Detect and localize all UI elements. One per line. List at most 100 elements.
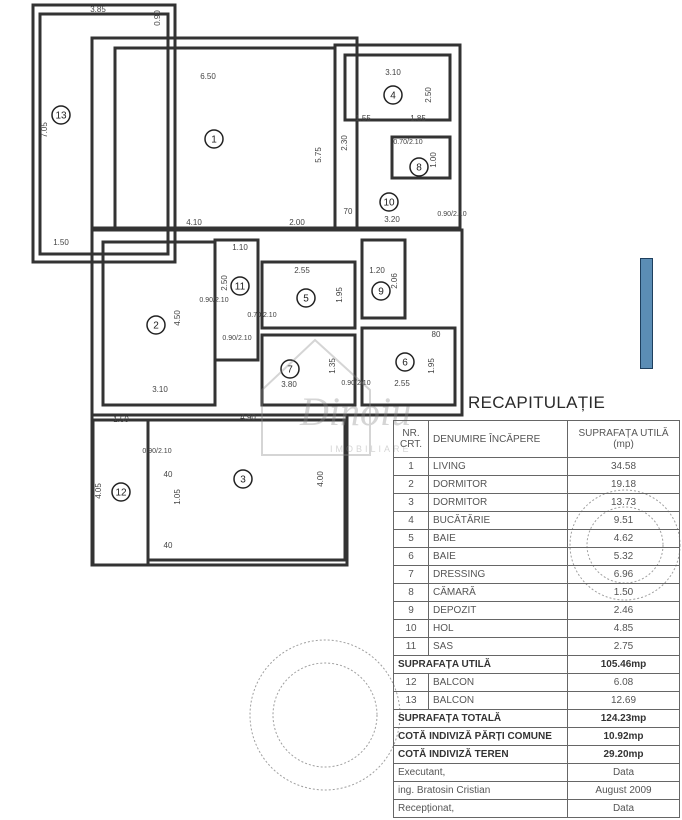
room-number: 2	[153, 321, 159, 332]
watermark-logo: Dinoiu IMOBILIARE	[261, 338, 411, 456]
dimension-label: 4.00	[316, 471, 325, 487]
room-label: 7	[280, 359, 300, 379]
wall	[90, 36, 359, 230]
land-value: 29.20mp	[567, 745, 680, 764]
room-area: 5.32	[567, 547, 680, 566]
dimension-label: 40	[164, 470, 173, 479]
wall	[38, 12, 170, 256]
dimension-label: 1.00	[429, 152, 438, 168]
room-area: 4.62	[567, 529, 680, 548]
dimension-label: 3.85	[90, 5, 106, 14]
door-size-label: 0.70/2.10	[393, 139, 422, 146]
room-name: HOL	[428, 619, 568, 638]
room-number: 6	[402, 358, 408, 369]
room-number: 11	[235, 282, 246, 293]
room-area: 2.46	[567, 601, 680, 620]
dimension-label: 2.06	[390, 273, 399, 289]
room-number: 12	[115, 488, 127, 499]
wall	[360, 238, 407, 320]
room-label: 9	[371, 281, 391, 301]
room-area: 2.75	[567, 637, 680, 656]
room-number-circle	[51, 105, 71, 125]
room-nr: 10	[393, 619, 429, 638]
room-number: 8	[416, 163, 422, 174]
header-nr: NR. CRT.	[393, 420, 429, 458]
room-nr: 13	[393, 691, 429, 710]
dimension-label: 1.85	[410, 114, 426, 123]
room-number-circle	[296, 288, 316, 308]
room-name: CĂMARĂ	[428, 583, 568, 602]
room-nr: 11	[393, 637, 429, 656]
useful-total-value: 105.46mp	[567, 655, 680, 674]
room-label: 3	[233, 469, 253, 489]
room-number: 13	[55, 111, 67, 122]
room-area: 19.18	[567, 475, 680, 494]
dimension-label: 1.95	[427, 358, 436, 374]
room-label: 5	[296, 288, 316, 308]
room-name: SAS	[428, 637, 568, 656]
dimension-label: 5.75	[314, 147, 323, 163]
door-size-label: 0.90/2.10	[222, 335, 251, 342]
room-number-circle	[383, 85, 403, 105]
common-value: 10.92mp	[567, 727, 680, 746]
room-number-circle	[409, 157, 429, 177]
footer-left: Executant,	[393, 763, 568, 782]
dimension-label: 3.80	[281, 380, 297, 389]
room-label: 11	[230, 276, 250, 296]
room-nr: 4	[393, 511, 429, 530]
dimension-label: 1.50	[113, 415, 129, 424]
dimension-label: 0.90	[153, 10, 162, 26]
footer-row: Recepționat,Data	[393, 799, 680, 818]
room-number-circle	[379, 192, 399, 212]
door-size-label: 0.70/2.10	[247, 312, 276, 319]
footer-left: ing. Bratosin Cristian	[393, 781, 568, 800]
room-area: 4.85	[567, 619, 680, 638]
wall	[91, 418, 150, 567]
room-label: 8	[409, 157, 429, 177]
summary-title: RECAPITULAȚIE	[468, 393, 606, 412]
room-label: 13	[51, 105, 71, 125]
area-summary-table: NR. CRT. DENUMIRE ÎNCĂPERE SUPRAFAȚA UTI…	[393, 420, 680, 818]
room-number-circle	[280, 359, 300, 379]
room-label: 1	[204, 129, 224, 149]
total-label: SUPRAFAȚA TOTALĂ	[393, 709, 568, 728]
room-area: 6.08	[567, 673, 680, 692]
dimension-label: 1.35	[328, 358, 337, 374]
room-area: 13.73	[567, 493, 680, 512]
dimension-label: 70	[344, 207, 353, 216]
room-number: 4	[390, 91, 396, 102]
wall	[213, 238, 260, 362]
room-number-circle	[233, 469, 253, 489]
common-label: COTĂ INDIVIZĂ PĂRȚI COMUNE	[393, 727, 568, 746]
door-size-label: 0.90/2.10	[199, 297, 228, 304]
dimension-label: 1.05	[173, 489, 182, 505]
room-number: 5	[303, 294, 309, 305]
door-size-label: 0.90/2.10	[437, 211, 466, 218]
dimension-label: 3.10	[385, 68, 401, 77]
room-area: 34.58	[567, 457, 680, 476]
room-label: 10	[379, 192, 399, 212]
room-area: 9.51	[567, 511, 680, 530]
dimension-label: 80	[432, 330, 441, 339]
room-number-circle	[111, 482, 131, 502]
dimension-label: 2.00	[289, 218, 305, 227]
room-nr: 6	[393, 547, 429, 566]
room-nr: 9	[393, 601, 429, 620]
wall	[260, 260, 357, 330]
room-name: DORMITOR	[428, 475, 568, 494]
dimension-label: 4.10	[186, 218, 202, 227]
land-label: COTĂ INDIVIZĂ TEREN	[393, 745, 568, 764]
footer-left: Recepționat,	[393, 799, 568, 818]
room-number-circle	[371, 281, 391, 301]
